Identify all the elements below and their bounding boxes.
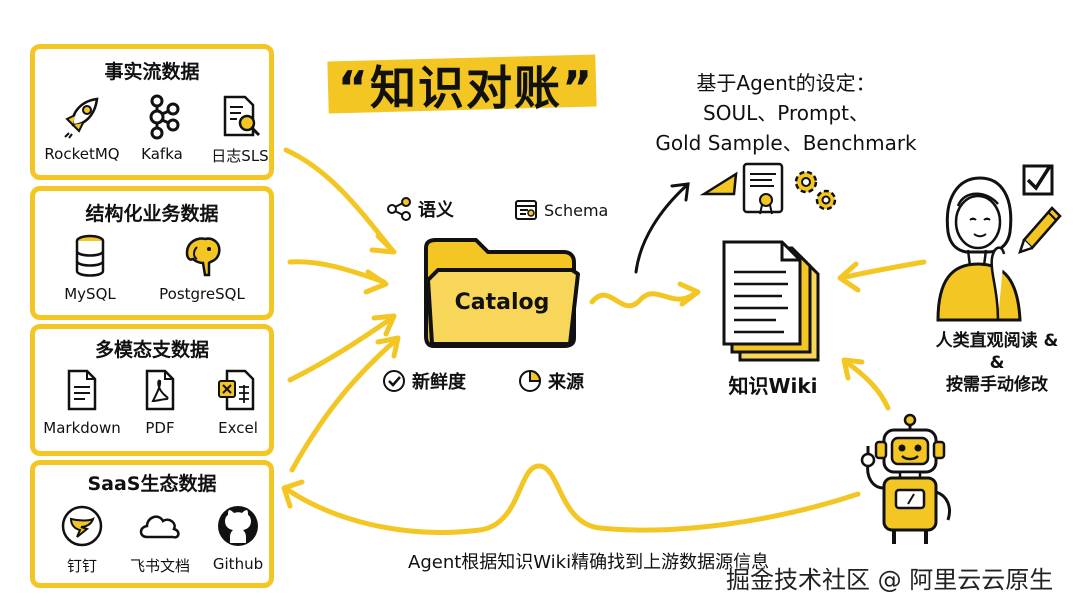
item-github: Github <box>193 503 283 573</box>
item-markdown: Markdown <box>37 367 127 437</box>
excel-icon <box>218 369 255 411</box>
arrow-multimodal <box>287 315 395 383</box>
item-kafka: Kafka <box>117 93 207 163</box>
arrow-catalog-wiki <box>589 291 697 309</box>
semantic-label: 语义 <box>418 200 454 221</box>
github-icon <box>218 506 258 546</box>
agent-settings-line1: 基于Agent的设定： <box>696 71 876 95</box>
group-title: 多模态支数据 <box>94 339 209 361</box>
wiki-label: 知识Wiki <box>728 374 818 398</box>
item-label: Kafka <box>141 145 183 163</box>
group-structured: 结构化业务数据 MySQL PostgreSQL <box>30 186 274 320</box>
group-title: 结构化业务数据 <box>85 203 219 225</box>
kafka-icon <box>149 94 180 140</box>
arrow-catalog-settings <box>634 184 688 274</box>
robot-illustration <box>860 413 951 544</box>
group-multimodal: 多模态支数据 Markdown PDF Excel <box>30 324 274 456</box>
item-label: Excel <box>218 419 258 437</box>
page-title: “知识对账” <box>337 61 595 115</box>
schema-tag: Schema <box>514 198 608 222</box>
item-pdf: PDF <box>115 367 205 437</box>
item-label: 钉钉 <box>66 557 97 575</box>
catalog-label: Catalog <box>454 290 550 315</box>
triangle-ruler-icon <box>699 171 738 196</box>
person-illustration <box>936 164 1062 322</box>
group-title: 事实流数据 <box>104 61 200 83</box>
rocket-icon <box>64 97 99 139</box>
item-label: 飞书文档 <box>129 557 190 575</box>
agent-settings: 基于Agent的设定： SOUL、Prompt、 Gold Sample、Ben… <box>636 68 936 158</box>
pencil-icon <box>1018 206 1062 254</box>
item-rocketmq: RocketMQ <box>37 93 127 163</box>
item-feishu: 飞书文档 <box>115 503 205 576</box>
group-fact-stream: 事实流数据 RocketMQ Kafka 日志SLS <box>30 44 274 180</box>
log-search-icon <box>223 95 261 137</box>
certificate-icon <box>742 162 784 215</box>
item-label: RocketMQ <box>44 145 120 163</box>
group-title: SaaS生态数据 <box>87 473 217 495</box>
group-saas: SaaS生态数据 钉钉 飞书文档 Github <box>30 460 274 588</box>
item-label: 日志SLS <box>211 147 269 165</box>
item-sls: 日志SLS <box>195 93 285 166</box>
item-dingtalk: 钉钉 <box>37 503 127 576</box>
dingtalk-icon <box>61 505 103 547</box>
schema-label: Schema <box>544 200 609 220</box>
pdf-icon <box>145 369 175 411</box>
cloud-icon <box>139 515 180 539</box>
pie-chart-icon <box>519 369 542 392</box>
item-label: Markdown <box>43 419 121 437</box>
item-label: Github <box>212 555 264 573</box>
arrow-human-wiki <box>839 259 927 281</box>
arrow-saas <box>289 337 399 473</box>
checkbox-icon <box>1022 164 1054 196</box>
freshness-tag: 新鲜度 <box>382 368 466 394</box>
folder-icon <box>424 238 580 348</box>
schema-icon <box>515 200 537 220</box>
arrow-robot-wiki <box>843 359 891 411</box>
gears-icon <box>794 170 837 211</box>
source-label: 来源 <box>548 372 584 393</box>
watermark: 掘金技术社区 @ 阿里云云原生 <box>726 566 1054 594</box>
item-label: MySQL <box>64 285 116 303</box>
document-icon <box>67 369 97 411</box>
agent-settings-line3: Gold Sample、Benchmark <box>655 131 917 155</box>
human-caption-line2: & <box>989 353 1005 373</box>
human-caption-line3: 按需手动修改 <box>946 375 1048 395</box>
semantic-tag: 语义 <box>386 196 454 222</box>
settings-icons <box>699 162 837 215</box>
agent-settings-line2: SOUL、Prompt、 <box>703 101 869 125</box>
wiki-documents-icon <box>722 240 820 362</box>
source-tag: 来源 <box>518 368 584 394</box>
item-excel: Excel <box>193 367 283 437</box>
check-circle-icon <box>383 370 405 392</box>
bottom-caption: Agent根据知识Wiki精确找到上游数据源信息 <box>408 552 770 573</box>
human-caption-line1: 人类直观阅读 & <box>935 331 1059 351</box>
arrow-robot-saas <box>285 463 861 535</box>
item-postgresql: PostgreSQL <box>147 233 257 303</box>
freshness-label: 新鲜度 <box>412 372 466 393</box>
share-icon <box>387 197 411 221</box>
human-caption: 人类直观阅读 & & 按需手动修改 <box>914 330 1080 396</box>
elephant-icon <box>185 237 221 277</box>
item-mysql: MySQL <box>45 233 135 303</box>
item-label: PostgreSQL <box>159 285 245 303</box>
item-label: PDF <box>145 419 175 437</box>
database-icon <box>75 234 105 277</box>
